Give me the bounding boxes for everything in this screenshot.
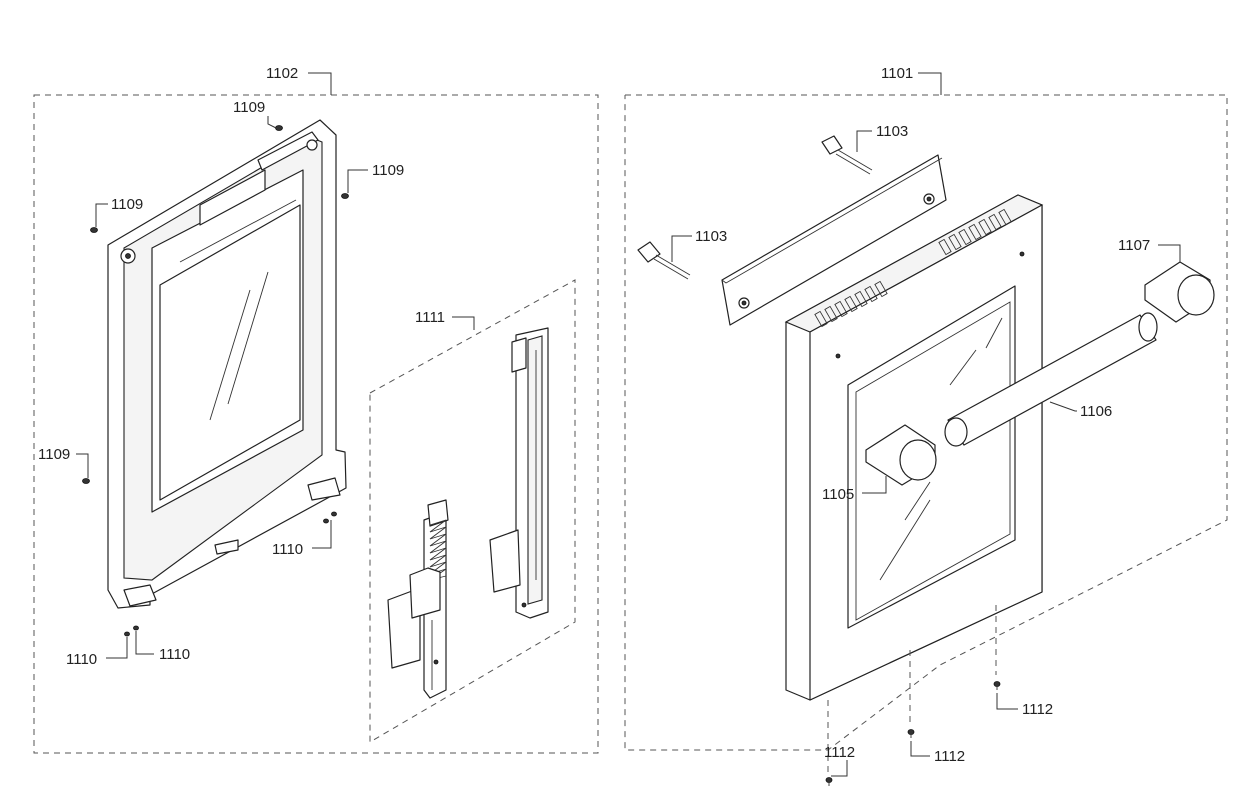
vent-slots-back bbox=[938, 208, 1012, 256]
hinge-left bbox=[387, 499, 449, 699]
label-1109-top: 1109 bbox=[233, 99, 265, 116]
label-1109-left: 1109 bbox=[111, 196, 143, 213]
label-1110-bottom-right: 1110 bbox=[159, 646, 190, 663]
inner-door-frame bbox=[107, 119, 347, 609]
label-1110-right: 1110 bbox=[272, 541, 303, 558]
assembly-1101-box: 1101 bbox=[624, 65, 1228, 751]
label-1112-bottom: 1112 bbox=[824, 744, 855, 761]
label-1112-right: 1112 bbox=[1022, 701, 1053, 718]
end-cap-1105: 1105 bbox=[822, 424, 937, 503]
label-1105: 1105 bbox=[822, 486, 854, 503]
screw-1109-bottom-left: 1109 bbox=[38, 446, 90, 484]
screw-1110-bottom-right: 1110 bbox=[133, 625, 190, 663]
screw-1109-left: 1109 bbox=[90, 196, 143, 233]
assembly-1102-box: 1102 bbox=[33, 65, 599, 754]
screw-1109-right: 1109 bbox=[341, 162, 404, 199]
bolt-1103-lower: 1103 bbox=[637, 228, 727, 280]
bolt-1103-upper: 1103 bbox=[821, 123, 908, 175]
assembly-1111-box: 1111 bbox=[369, 279, 576, 743]
label-1106: 1106 bbox=[1080, 403, 1112, 420]
label-1103-lower: 1103 bbox=[695, 228, 727, 245]
hinge-right bbox=[489, 327, 549, 619]
screw-1112-right: 1112 bbox=[993, 605, 1053, 718]
label-1112-middle: 1112 bbox=[934, 748, 965, 765]
handle-bar-1106: 1106 bbox=[944, 312, 1158, 447]
label-1101: 1101 bbox=[881, 65, 913, 82]
screw-1109-top: 1109 bbox=[233, 99, 283, 131]
label-1111: 1111 bbox=[415, 309, 445, 326]
label-1102: 1102 bbox=[266, 65, 298, 82]
screw-1112-middle: 1112 bbox=[907, 650, 965, 765]
label-1109-bottom-left: 1109 bbox=[38, 446, 70, 463]
label-1109-right: 1109 bbox=[372, 162, 404, 179]
label-1103-upper: 1103 bbox=[876, 123, 908, 140]
screw-1110-bottom-left: 1110 bbox=[66, 631, 130, 668]
mounting-strip bbox=[721, 154, 947, 326]
label-1107: 1107 bbox=[1118, 237, 1150, 254]
end-cap-1107: 1107 bbox=[1118, 237, 1215, 323]
screw-1110-right-pair: 1110 bbox=[272, 511, 337, 558]
vent-slots-front bbox=[814, 280, 888, 328]
screw-1112-bottom: 1112 bbox=[824, 700, 855, 786]
label-1110-bottom-left: 1110 bbox=[66, 651, 97, 668]
